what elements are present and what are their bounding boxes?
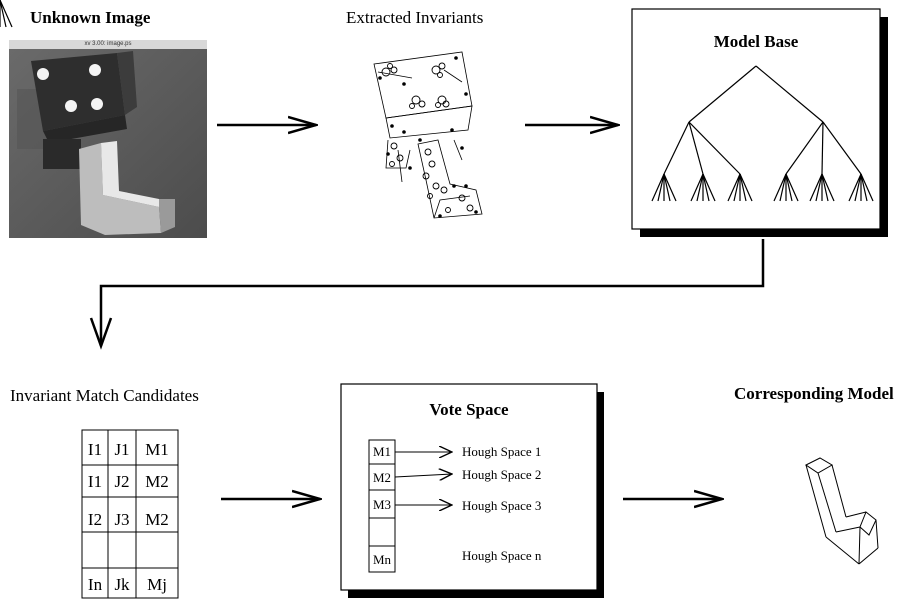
table-cell: M1: [145, 440, 169, 459]
arrow-m2-hough: [394, 474, 452, 477]
arrowhead-to-candidates: [89, 317, 113, 350]
table-cell: J2: [114, 472, 130, 491]
corresponding-model-wireframe: [805, 457, 879, 565]
table-cell: J1: [114, 440, 130, 459]
unknown-image-title: Unknown Image: [30, 8, 151, 27]
hough-space-label: Hough Space 2: [462, 467, 542, 482]
table-cell: I1: [87, 472, 103, 491]
model-base-box: [631, 8, 881, 230]
connector-model-base-to-candidates: [99, 239, 765, 346]
vote-model-column: [368, 439, 396, 573]
invariant-clusters: [381, 62, 474, 213]
invariant-points: [378, 56, 478, 218]
table-cell: In: [87, 575, 103, 594]
vote-model-label: M3: [372, 497, 392, 512]
vote-space-box: [340, 383, 598, 591]
extracted-invariants-title: Extracted Invariants: [346, 8, 484, 27]
model-base-tree: [0, 0, 874, 202]
table-cell: I2: [87, 510, 103, 529]
table-cell: Jk: [114, 575, 130, 594]
hough-space-label: Hough Space 1: [462, 444, 542, 459]
table-cell: J3: [114, 510, 130, 529]
extracted-invariants-sketch: [373, 51, 483, 219]
table-cell: M2: [145, 472, 169, 491]
hough-space-label: Hough Space n: [462, 548, 542, 563]
vote-model-label: M1: [372, 444, 392, 459]
vote-model-label: M2: [372, 470, 392, 485]
match-table: I1 J1 M1 I1 J2 M2 I2 J3 M2 In Jk Mj: [82, 430, 178, 598]
unknown-image-photo: xv 3.00: image.ps: [9, 40, 207, 238]
table-cell: M2: [145, 510, 169, 529]
table-cell: Mj: [147, 575, 167, 594]
match-table-grid: [81, 429, 179, 599]
hough-space-label: Hough Space 3: [462, 498, 542, 513]
invariant-match-candidates-title: Invariant Match Candidates: [10, 386, 199, 405]
model-base-title: Model Base: [713, 32, 799, 51]
photo-window-titlebar: xv 3.00: image.ps: [9, 40, 207, 49]
corresponding-model-title: Corresponding Model: [734, 384, 894, 403]
vote-model-label: Mn: [372, 552, 392, 567]
photo-scene: [9, 49, 207, 238]
vote-space-title: Vote Space: [429, 400, 509, 419]
table-cell: I1: [87, 440, 103, 459]
